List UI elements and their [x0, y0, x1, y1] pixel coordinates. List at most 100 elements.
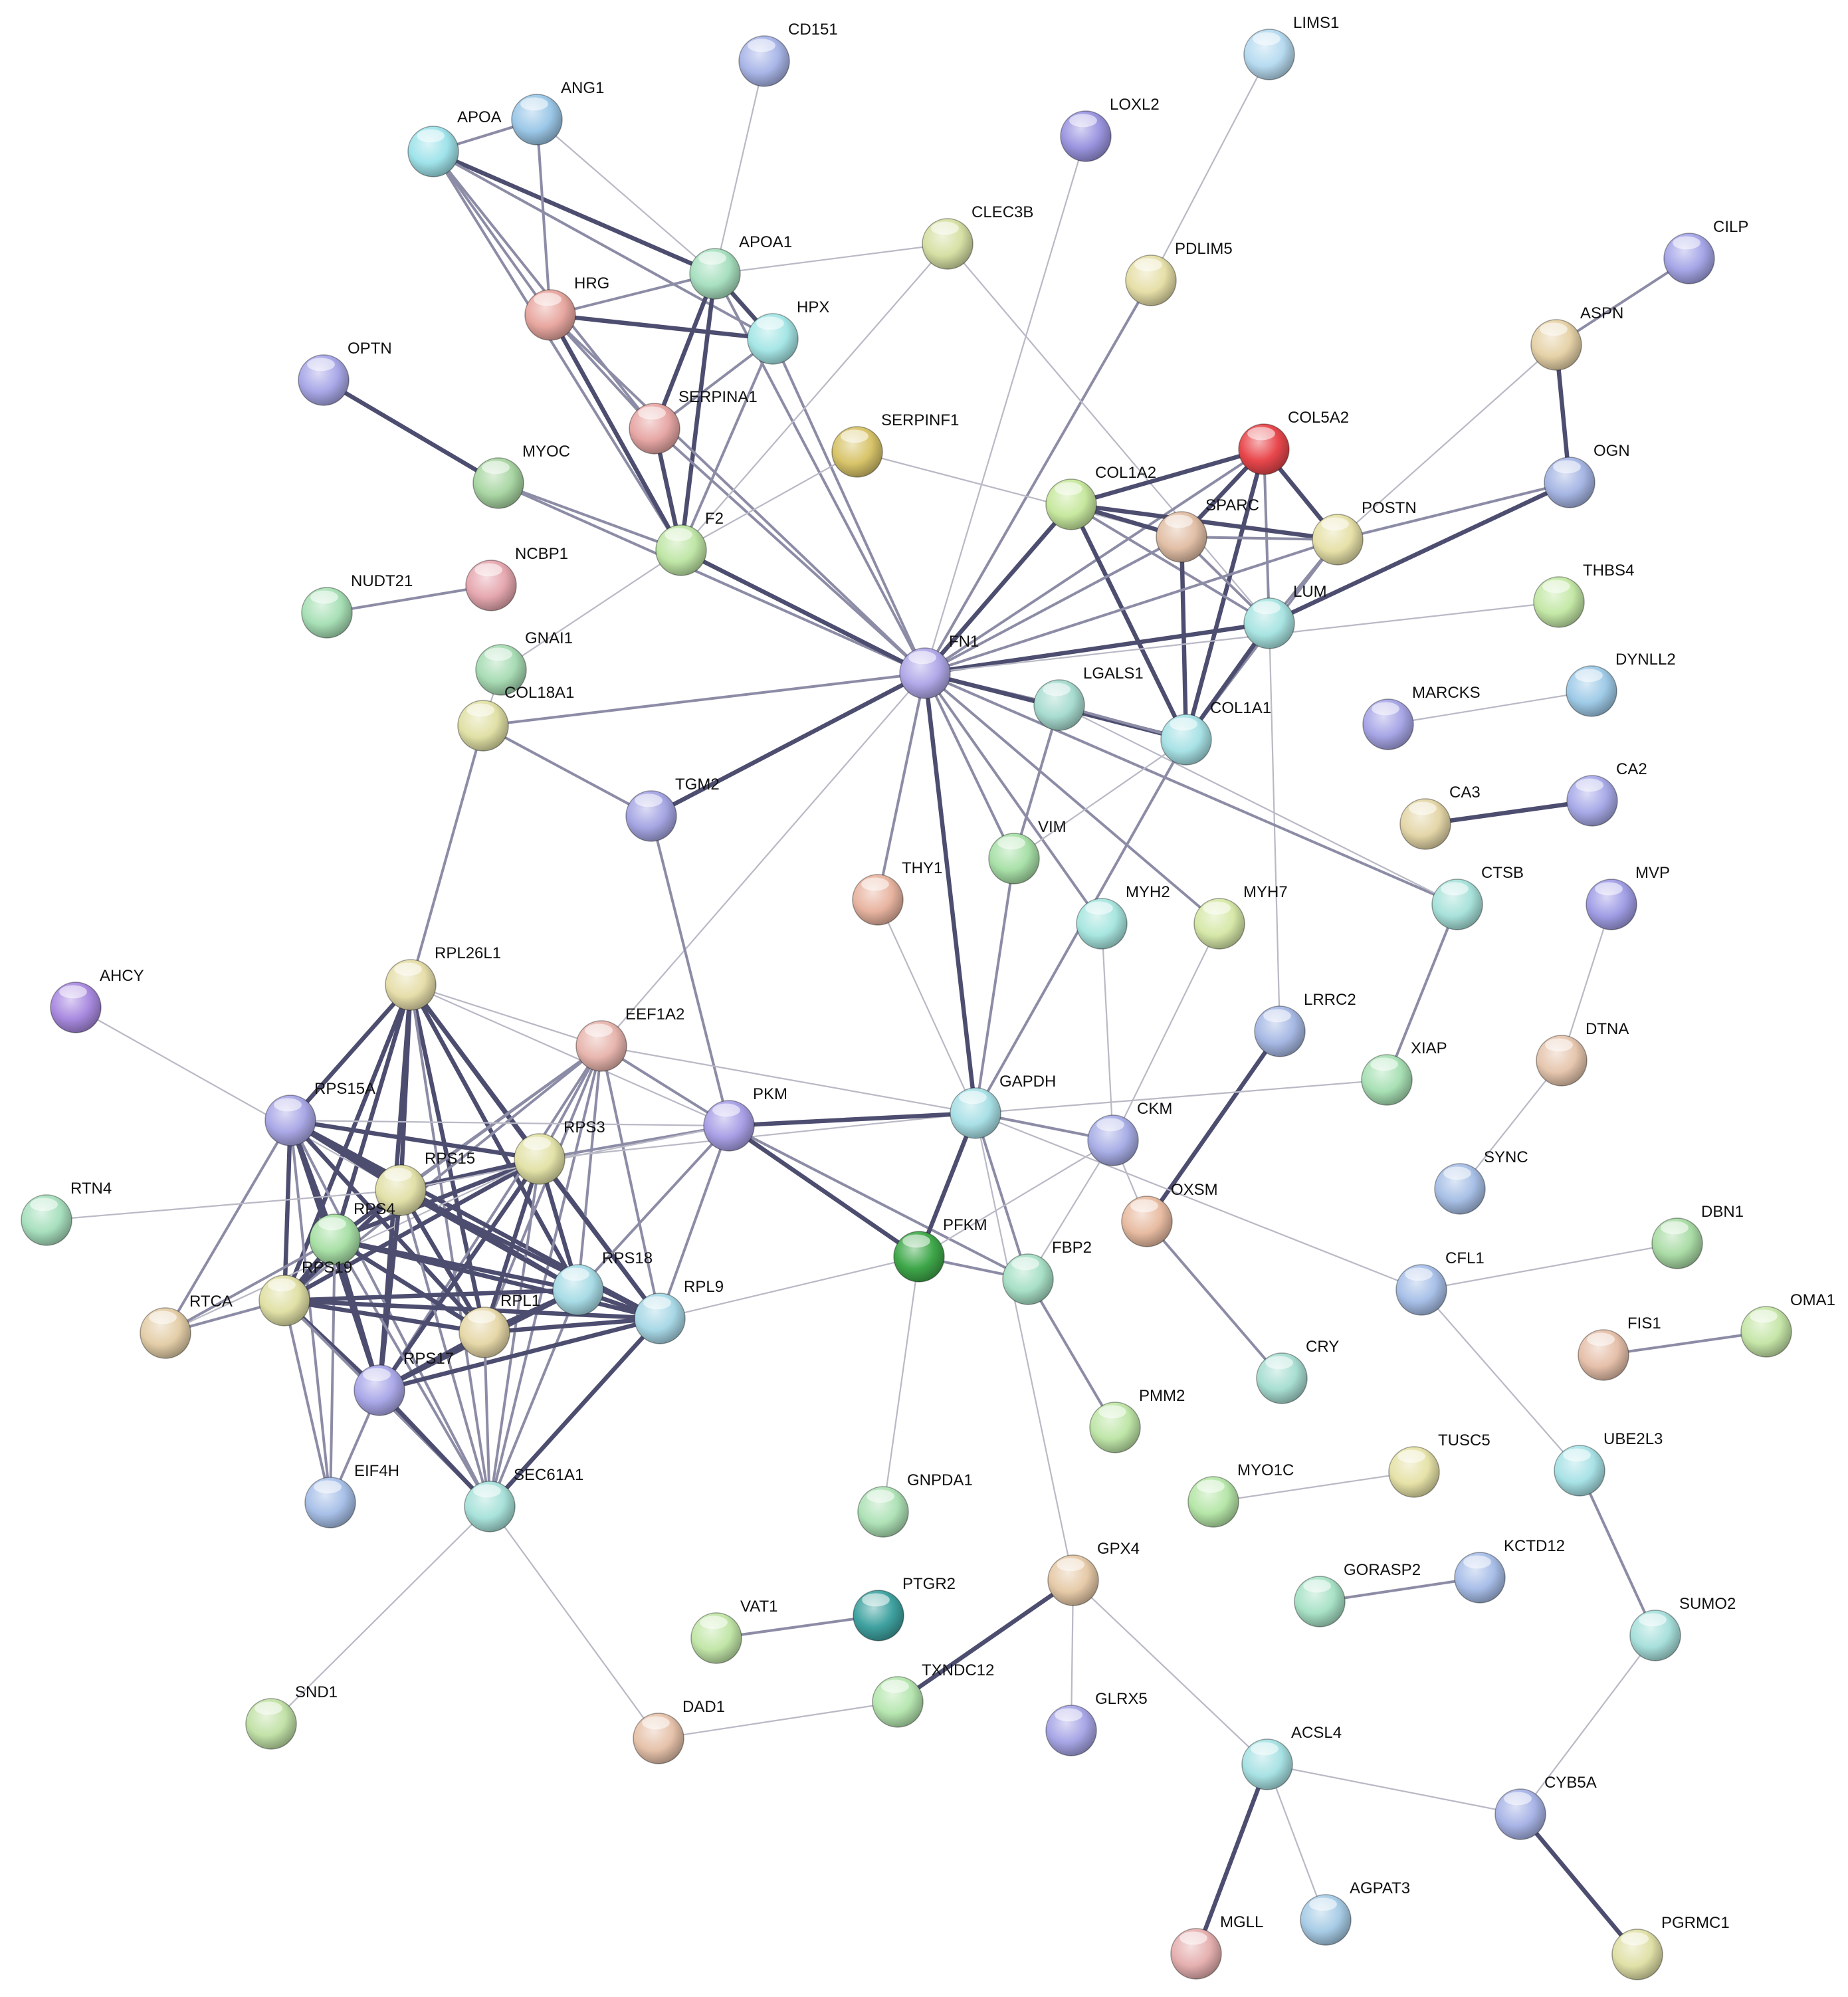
node-myoc[interactable]: MYOC [472, 443, 570, 509]
node-dynll2[interactable]: DYNLL2 [1566, 651, 1676, 717]
node-serpinf1[interactable]: SERPINF1 [831, 411, 959, 478]
node-cilp[interactable]: CILP [1663, 218, 1748, 284]
node-pdlim5[interactable]: PDLIM5 [1125, 240, 1233, 306]
node-ckm[interactable]: CKM [1087, 1100, 1172, 1166]
node-rpl26l1[interactable]: RPL26L1 [385, 944, 501, 1011]
node-rps17[interactable]: RPS17 [354, 1350, 454, 1416]
node-gorasp2[interactable]: GORASP2 [1294, 1561, 1421, 1628]
node-gnpda1[interactable]: GNPDA1 [857, 1471, 973, 1538]
node-highlight [698, 251, 726, 265]
node-snd1[interactable]: SND1 [245, 1683, 338, 1750]
node-pkm[interactable]: PKM [703, 1085, 787, 1152]
node-serpina1[interactable]: SERPINA1 [629, 388, 758, 455]
node-kctd12[interactable]: KCTD12 [1454, 1537, 1565, 1604]
node-ang1[interactable]: ANG1 [511, 79, 604, 146]
node-fbp2[interactable]: FBP2 [1002, 1239, 1092, 1305]
node-oxsm[interactable]: OXSM [1121, 1181, 1218, 1247]
node-ncbp1[interactable]: NCBP1 [465, 545, 568, 611]
node-rtn4[interactable]: RTN4 [21, 1180, 112, 1246]
node-myh7[interactable]: MYH7 [1193, 883, 1288, 950]
node-ca2[interactable]: CA2 [1566, 760, 1647, 827]
node-mgll[interactable]: MGLL [1170, 1913, 1263, 1980]
node-postn[interactable]: POSTN [1312, 499, 1417, 566]
node-pgrmc1[interactable]: PGRMC1 [1611, 1914, 1730, 1980]
node-acsl4[interactable]: ACSL4 [1241, 1724, 1342, 1790]
node-apoa[interactable]: APOA [407, 108, 502, 177]
node-thy1[interactable]: THY1 [852, 859, 942, 926]
node-col1a2[interactable]: COL1A2 [1045, 464, 1156, 530]
node-ptgr2[interactable]: PTGR2 [853, 1575, 956, 1641]
node-eef1a2[interactable]: EEF1A2 [575, 1005, 684, 1072]
node-myo1c[interactable]: MYO1C [1187, 1461, 1294, 1528]
node-ctsb[interactable]: CTSB [1431, 864, 1524, 930]
node-sparc[interactable]: SPARC [1156, 496, 1259, 563]
node-xiap[interactable]: XIAP [1361, 1039, 1447, 1106]
node-loxl2[interactable]: LOXL2 [1060, 96, 1160, 162]
node-lrrc2[interactable]: LRRC2 [1254, 991, 1356, 1057]
node-fis1[interactable]: FIS1 [1578, 1314, 1661, 1381]
node-txndc12[interactable]: TXNDC12 [872, 1661, 994, 1728]
node-oma1[interactable]: OMA1 [1740, 1291, 1835, 1358]
node-fn1[interactable]: FN1 [899, 633, 979, 699]
node-rtca[interactable]: RTCA [140, 1293, 233, 1359]
node-dbn1[interactable]: DBN1 [1651, 1203, 1744, 1269]
node-label: FN1 [949, 633, 979, 651]
node-eif4h[interactable]: EIF4H [304, 1462, 399, 1528]
node-rps4[interactable]: RPS4 [309, 1200, 395, 1265]
edge-rpl26l1-rps19 [282, 982, 413, 1303]
node-thbs4[interactable]: THBS4 [1533, 562, 1634, 628]
node-rps15a[interactable]: RPS15A [264, 1080, 375, 1146]
node-sync[interactable]: SYNC [1434, 1148, 1528, 1215]
node-gnai1[interactable]: GNAI1 [475, 629, 573, 696]
node-pmm2[interactable]: PMM2 [1089, 1387, 1185, 1453]
node-col5a2[interactable]: COL5A2 [1238, 409, 1349, 475]
node-rps3[interactable]: RPS3 [514, 1118, 605, 1185]
edge-pkm-gapdh [726, 1110, 978, 1128]
node-hpx[interactable]: HPX [747, 298, 829, 365]
node-highlight [274, 1098, 302, 1112]
node-col1a1[interactable]: COL1A1 [1160, 699, 1271, 766]
node-rpl1[interactable]: RPL1 [459, 1292, 540, 1358]
node-ca3[interactable]: CA3 [1399, 784, 1481, 850]
node-nudt21[interactable]: NUDT21 [301, 572, 413, 639]
node-agpat3[interactable]: AGPAT3 [1300, 1879, 1410, 1946]
node-ube2l3[interactable]: UBE2L3 [1554, 1430, 1663, 1497]
node-optn[interactable]: OPTN [298, 340, 392, 406]
node-hrg[interactable]: HRG [524, 274, 609, 341]
node-sumo2[interactable]: SUMO2 [1629, 1595, 1736, 1661]
node-dtna[interactable]: DTNA [1536, 1020, 1629, 1087]
node-mvp[interactable]: MVP [1586, 864, 1670, 930]
node-tgm2[interactable]: TGM2 [625, 776, 720, 842]
node-rps19[interactable]: RPS19 [258, 1259, 352, 1326]
node-dad1[interactable]: DAD1 [633, 1698, 725, 1764]
node-cfl1[interactable]: CFL1 [1395, 1249, 1485, 1316]
node-pfkm[interactable]: PFKM [893, 1216, 987, 1283]
node-sec61a1[interactable]: SEC61A1 [464, 1466, 583, 1532]
node-tusc5[interactable]: TUSC5 [1388, 1431, 1490, 1498]
node-col18a1[interactable]: COL18A1 [457, 684, 574, 752]
node-vat1[interactable]: VAT1 [690, 1598, 777, 1664]
node-ahcy[interactable]: AHCY [50, 967, 144, 1033]
node-lims1[interactable]: LIMS1 [1243, 14, 1339, 80]
node-ogn[interactable]: OGN [1544, 442, 1630, 508]
node-marcks[interactable]: MARCKS [1362, 684, 1481, 750]
node-rps18[interactable]: RPS18 [552, 1249, 653, 1316]
node-apoa1[interactable]: APOA1 [689, 233, 792, 300]
node-rps15[interactable]: RPS15 [375, 1150, 475, 1216]
node-gpx4[interactable]: GPX4 [1047, 1540, 1140, 1606]
node-rpl9[interactable]: RPL9 [634, 1278, 724, 1344]
node-aspn[interactable]: ASPN [1530, 304, 1623, 371]
node-f2[interactable]: F2 [655, 510, 724, 576]
node-vim[interactable]: VIM [988, 818, 1067, 885]
node-label: GNPDA1 [907, 1471, 973, 1489]
node-lgals1[interactable]: LGALS1 [1033, 665, 1144, 731]
node-glrx5[interactable]: GLRX5 [1045, 1690, 1148, 1756]
node-cyb5a[interactable]: CYB5A [1494, 1774, 1597, 1840]
node-lum[interactable]: LUM [1243, 583, 1327, 649]
node-myh2[interactable]: MYH2 [1076, 883, 1170, 950]
node-cry[interactable]: CRY [1256, 1338, 1339, 1404]
node-clec3b[interactable]: CLEC3B [922, 203, 1033, 270]
edge-sparc-postn [1180, 536, 1339, 541]
node-cd151[interactable]: CD151 [738, 21, 838, 87]
node-gapdh[interactable]: GAPDH [950, 1073, 1056, 1139]
